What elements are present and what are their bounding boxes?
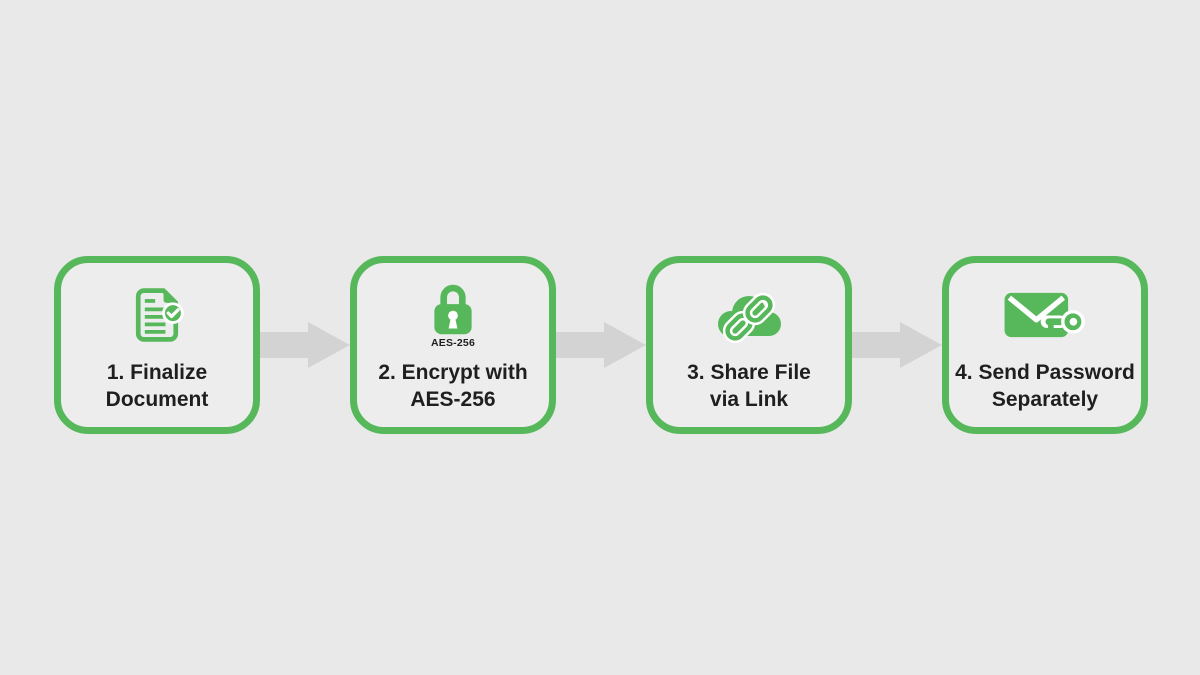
flow-step-send-password: 4. Send Password Separately [942, 256, 1148, 434]
right-arrow-icon [556, 322, 646, 368]
padlock-icon [434, 284, 472, 334]
aes-256-caption: AES-256 [430, 336, 475, 349]
step-label: 1. Finalize Document [105, 360, 209, 411]
step-label: 4. Send Password Separately [955, 360, 1135, 411]
chain-link-upper [742, 292, 776, 325]
document-check-icon [135, 287, 184, 342]
flow-step-share-link: 3. Share File via Link [646, 256, 852, 434]
right-arrow-icon [852, 322, 942, 368]
process-flow: 1. Finalize Document AES-256 2. Encrypt … [54, 256, 1148, 434]
envelope-key-icon [1004, 292, 1085, 337]
flow-step-finalize-document: 1. Finalize Document [54, 256, 260, 434]
right-arrow-icon [260, 322, 350, 368]
cloud-link-icon [718, 292, 781, 343]
step-label: 2. Encrypt with AES-256 [378, 360, 528, 411]
flow-step-encrypt-aes256: AES-256 2. Encrypt with AES-256 [350, 256, 556, 434]
step-label: 3. Share File via Link [687, 360, 811, 411]
